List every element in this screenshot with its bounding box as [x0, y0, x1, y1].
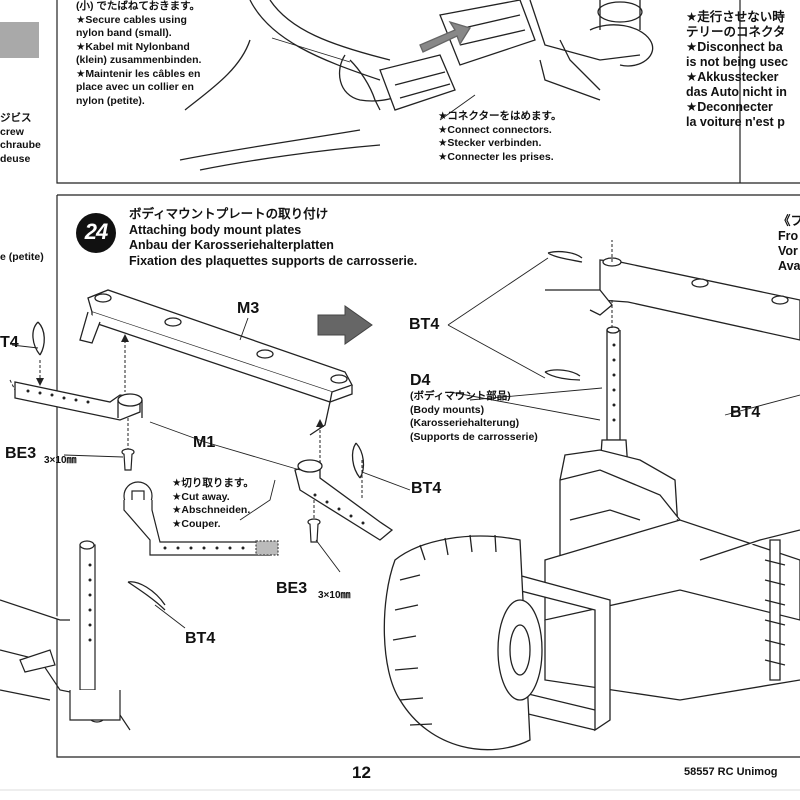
- label-m1: M1: [193, 434, 216, 451]
- label-be3-bottom-dim: 3×10㎜: [318, 590, 351, 601]
- model-footer: 58557 RC Unimog: [684, 766, 778, 778]
- label-bt4-right: BT4: [730, 404, 761, 421]
- right-header-fragment: 《フ Fro Vor Ava: [778, 214, 800, 273]
- step-number-badge: [76, 213, 116, 253]
- section-tab: [0, 22, 39, 58]
- direction-arrow-icon: [317, 305, 373, 345]
- left-edge-petite: e (petite): [0, 251, 44, 263]
- label-be3-bottom: BE3: [276, 580, 308, 597]
- cable-band-instruction: (小) でたばねておきます。 ★Secure cables using nylo…: [76, 0, 202, 107]
- step-panel-frame: [56, 194, 800, 758]
- left-edge-fragment: ジビス crew chraube deuse: [0, 112, 41, 165]
- disconnect-battery-instruction: ★走行させない時 テリーのコネクタ ★Disconnect ba is not …: [686, 10, 789, 129]
- label-be3-left-dim: 3×10㎜: [44, 455, 77, 466]
- label-bt4-right-top: BT4: [409, 316, 440, 333]
- d4-description: (ボディマウント部品) (Body mounts) (Karosseriehal…: [410, 390, 538, 443]
- cut-away-instruction: ★切り取ります。 ★Cut away. ★Abschneiden. ★Coupe…: [172, 477, 254, 530]
- label-m3: M3: [237, 300, 260, 317]
- label-be3-left: BE3: [5, 445, 37, 462]
- step-number: 24: [84, 219, 108, 244]
- top-panel-frame: [56, 0, 800, 184]
- step-title: ボディマウントプレートの取り付け Attaching body mount pl…: [129, 207, 418, 268]
- label-bt4-left: T4: [0, 334, 19, 351]
- m3-plate-drawing: [79, 289, 353, 436]
- page-number: 12: [352, 763, 371, 782]
- label-bt4-bottom: BT4: [185, 630, 216, 647]
- label-bt4-mid: BT4: [411, 480, 442, 497]
- vehicle-drawing: [383, 257, 800, 751]
- label-d4: D4: [410, 372, 431, 389]
- connector-instruction: ★コネクターをはめます。 ★Connect connectors. ★Steck…: [438, 110, 562, 163]
